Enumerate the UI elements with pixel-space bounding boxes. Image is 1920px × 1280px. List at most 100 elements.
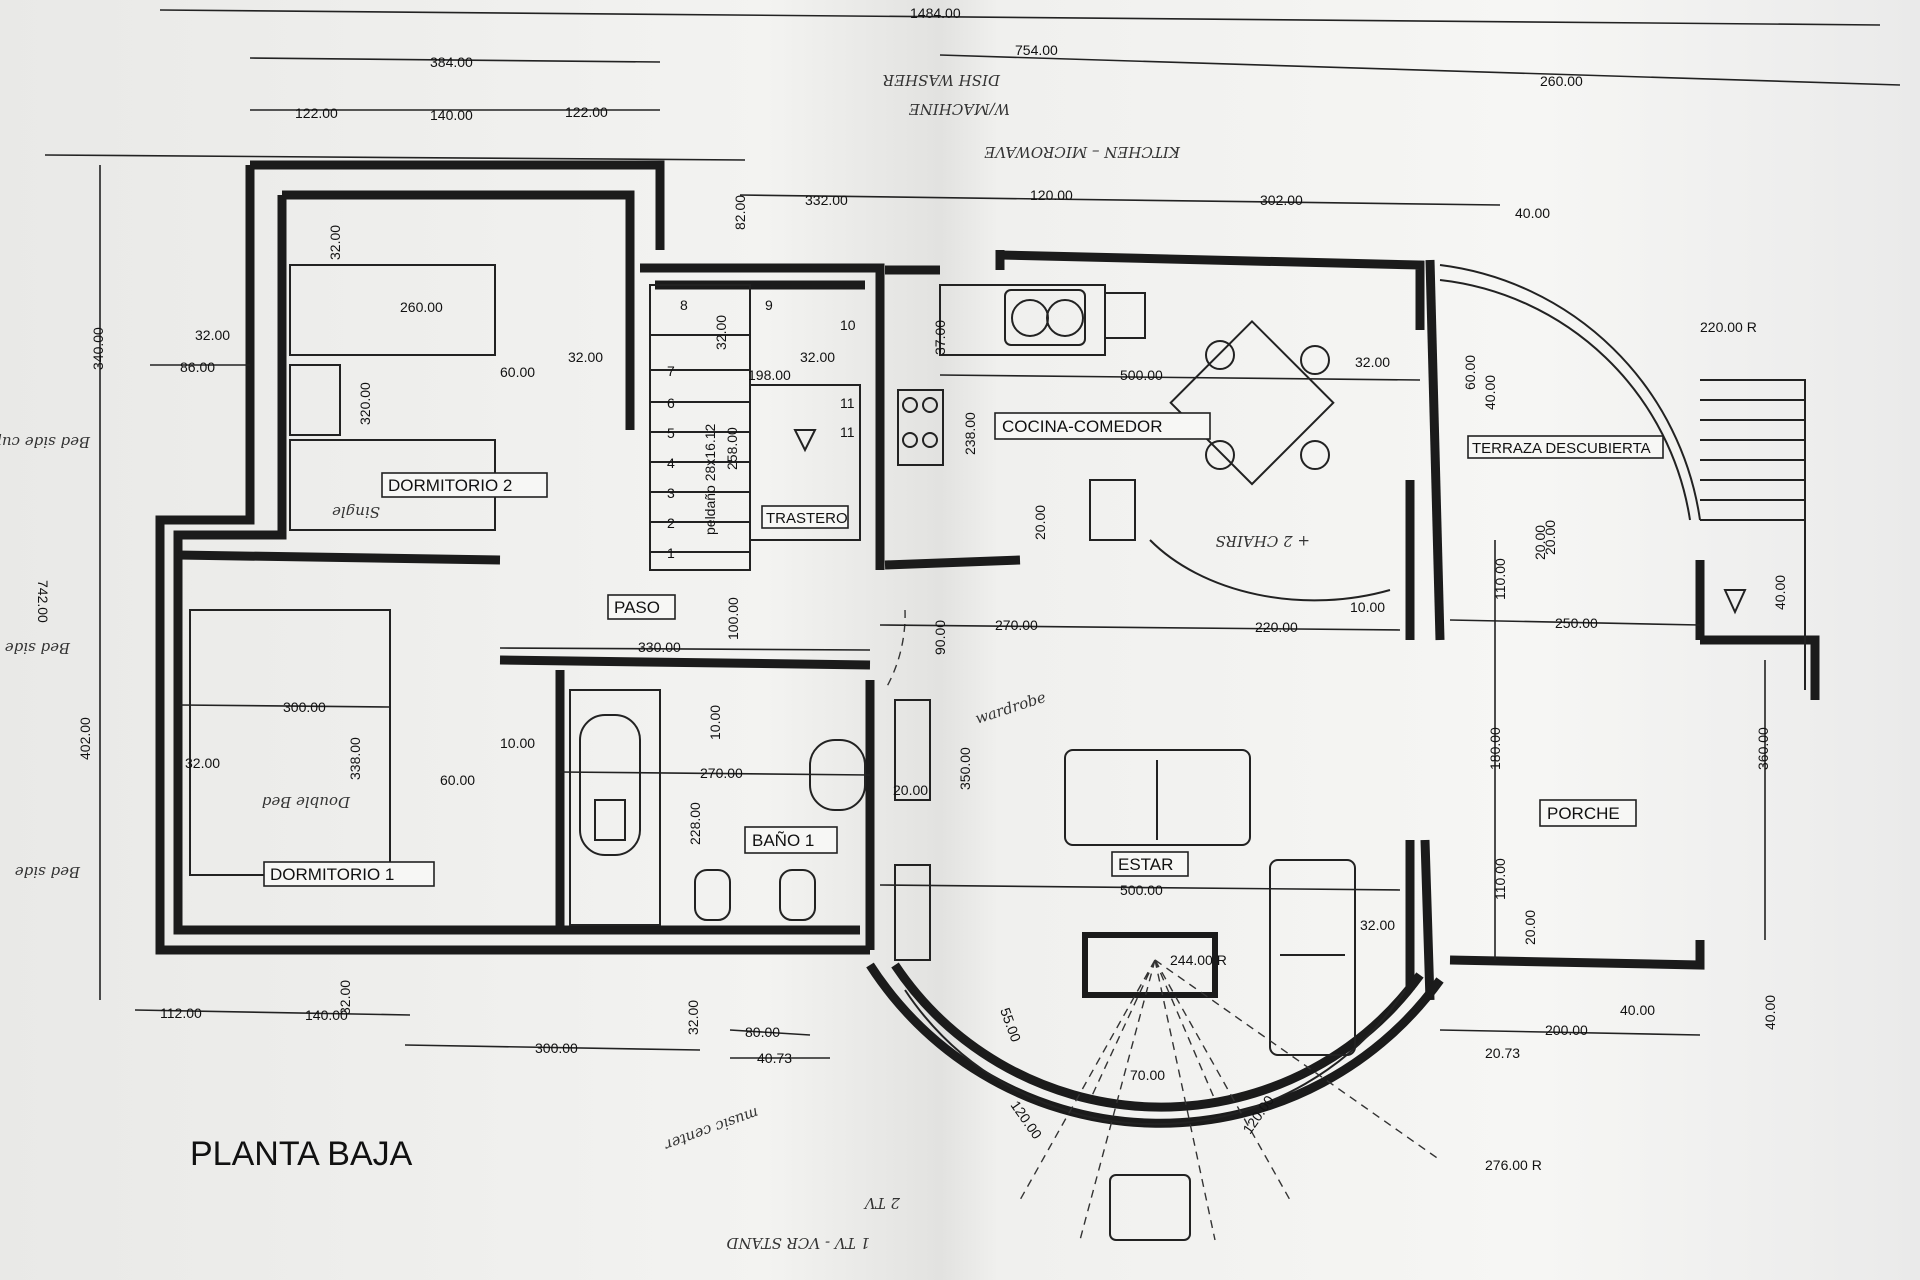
stair-arrow-icon — [793, 429, 817, 453]
dim-32-a: 32.00 — [327, 225, 343, 260]
dim-180: 180.00 — [1487, 727, 1503, 770]
step-4: 4 — [667, 455, 675, 471]
dim-220-mid: 220.00 — [1255, 619, 1298, 635]
note-dish-washer: DISH WASHER — [883, 71, 1001, 89]
dim-260-bed: 260.00 — [400, 299, 443, 315]
dim-198: 198.00 — [748, 367, 791, 383]
dim-60-a: 60.00 — [500, 364, 535, 380]
note-music-center: music center — [662, 1104, 762, 1155]
dim-70: 70.00 — [1130, 1067, 1165, 1083]
dim-1484: 1484.00 — [910, 5, 961, 21]
note-bed-side-1: Bed side — [5, 639, 71, 657]
dim-302: 302.00 — [1260, 192, 1303, 208]
dim-110-a: 110.00 — [1492, 558, 1508, 600]
dim-40-top: 40.00 — [1515, 205, 1550, 221]
dim-340: 340.00 — [90, 327, 106, 370]
note-double-bed: Double Bed — [262, 793, 351, 811]
step-1: 1 — [667, 545, 675, 561]
dim-112: 112.00 — [160, 1005, 202, 1021]
dim-270-mid: 270.00 — [995, 617, 1038, 633]
step-11-b: 11 — [840, 424, 855, 440]
dim-742: 742.00 — [35, 580, 51, 623]
stair-depth-label: 258.00 — [724, 427, 740, 470]
dim-32-e: 32.00 — [800, 349, 835, 365]
dim-332: 332.00 — [805, 192, 848, 208]
dim-200: 200.00 — [1545, 1022, 1588, 1038]
dim-32-f: 32.00 — [1355, 354, 1390, 370]
stair-tread-label: peldaño 28x16.12 — [702, 423, 718, 535]
dim-32-b: 32.00 — [195, 327, 230, 343]
room-paso: PASO — [614, 598, 660, 617]
step-arrow-icon — [1723, 589, 1747, 615]
stair-labels: 1 2 3 4 5 6 7 8 9 10 11 11 peldaño 28x16… — [667, 297, 1747, 615]
room-dormitorio-1: DORMITORIO 1 — [270, 865, 394, 884]
note-kitchen-microwave: KITCHEN – MICROWAVE — [984, 143, 1181, 161]
note-bed-side-2: Bed side — [15, 863, 81, 881]
dim-20-e: 20.00 — [1522, 910, 1538, 945]
dim-32-h: 32.00 — [1360, 917, 1395, 933]
room-labels: DORMITORIO 2 DORMITORIO 1 PASO TRASTERO … — [263, 412, 1664, 887]
step-10: 10 — [840, 317, 856, 333]
dim-384: 384.00 — [430, 54, 473, 70]
dim-32-g: 32.00 — [185, 755, 220, 771]
dim-300-bed: 300.00 — [283, 699, 326, 715]
dim-120-top: 120.00 — [1030, 187, 1073, 203]
dim-82: 82.00 — [732, 195, 748, 230]
room-bano-1: BAÑO 1 — [752, 831, 814, 850]
dim-32-j: 32.00 — [685, 1000, 701, 1035]
dim-60-b: 60.00 — [1462, 355, 1478, 390]
step-8: 8 — [680, 297, 688, 313]
dim-220r: 220.00 R — [1700, 319, 1757, 335]
note-tv: 2 TV — [863, 1194, 901, 1212]
room-estar: ESTAR — [1118, 855, 1173, 874]
dimension-labels: 1484.00 384.00 754.00 260.00 122.00 140.… — [35, 5, 1788, 1173]
dim-500-bot: 500.00 — [1120, 882, 1163, 898]
dim-86: 86.00 — [180, 359, 215, 375]
dim-32-c: 32.00 — [568, 349, 603, 365]
step-3: 3 — [667, 485, 675, 501]
dim-32-d: 32.00 — [713, 315, 729, 350]
room-porche: PORCHE — [1547, 804, 1620, 823]
dim-270-bano: 270.00 — [700, 765, 743, 781]
note-two-chairs: + 2 CHAIRS — [1215, 532, 1310, 550]
dim-37: 37.00 — [932, 320, 948, 355]
dim-10-c: 10.00 — [707, 705, 723, 740]
dimension-lines — [44, 9, 1901, 1059]
dim-32-i: 32.00 — [337, 980, 353, 1015]
room-cocina-comedor: COCINA-COMEDOR — [1002, 417, 1163, 436]
dim-300-bot: 300.00 — [535, 1040, 578, 1056]
dim-122-b: 122.00 — [565, 104, 608, 120]
step-6: 6 — [667, 395, 675, 411]
dim-500-top: 500.00 — [1120, 367, 1163, 383]
dim-228: 228.00 — [687, 802, 703, 845]
dim-55: 55.00 — [997, 1006, 1024, 1045]
room-terraza-descubierta: TERRAZA DESCUBIERTA — [1472, 440, 1651, 457]
dim-360: 360.00 — [1755, 727, 1771, 770]
step-11-a: 11 — [840, 395, 855, 411]
dim-320: 320.00 — [357, 382, 373, 425]
step-9: 9 — [765, 297, 773, 313]
dim-40-b: 40.00 — [1482, 375, 1498, 410]
dim-100: 100.00 — [725, 597, 741, 640]
room-trastero: TRASTERO — [766, 510, 848, 527]
dim-40-73: 40.73 — [757, 1050, 792, 1066]
step-7: 7 — [667, 363, 675, 379]
dim-60-c: 60.00 — [440, 772, 475, 788]
note-w-machine: W/MACHINE — [909, 100, 1010, 118]
dim-260-top: 260.00 — [1540, 73, 1583, 89]
step-2: 2 — [667, 515, 675, 531]
note-bed-side-cup: Bed side cup — [0, 433, 91, 451]
interior-lines — [189, 264, 1806, 961]
dim-276r: 276.00 R — [1485, 1157, 1542, 1173]
dim-110-b: 110.00 — [1492, 858, 1508, 900]
note-single: Single — [332, 503, 380, 521]
fixtures — [579, 289, 1356, 1241]
dim-10-b: 10.00 — [500, 735, 535, 751]
dim-350: 350.00 — [957, 747, 973, 790]
dim-338: 338.00 — [347, 737, 363, 780]
dim-140-bot: 140.00 — [305, 1007, 348, 1023]
dim-238: 238.00 — [962, 412, 978, 455]
plan-title: PLANTA BAJA — [190, 1135, 413, 1173]
dim-80: 80.00 — [745, 1024, 780, 1040]
